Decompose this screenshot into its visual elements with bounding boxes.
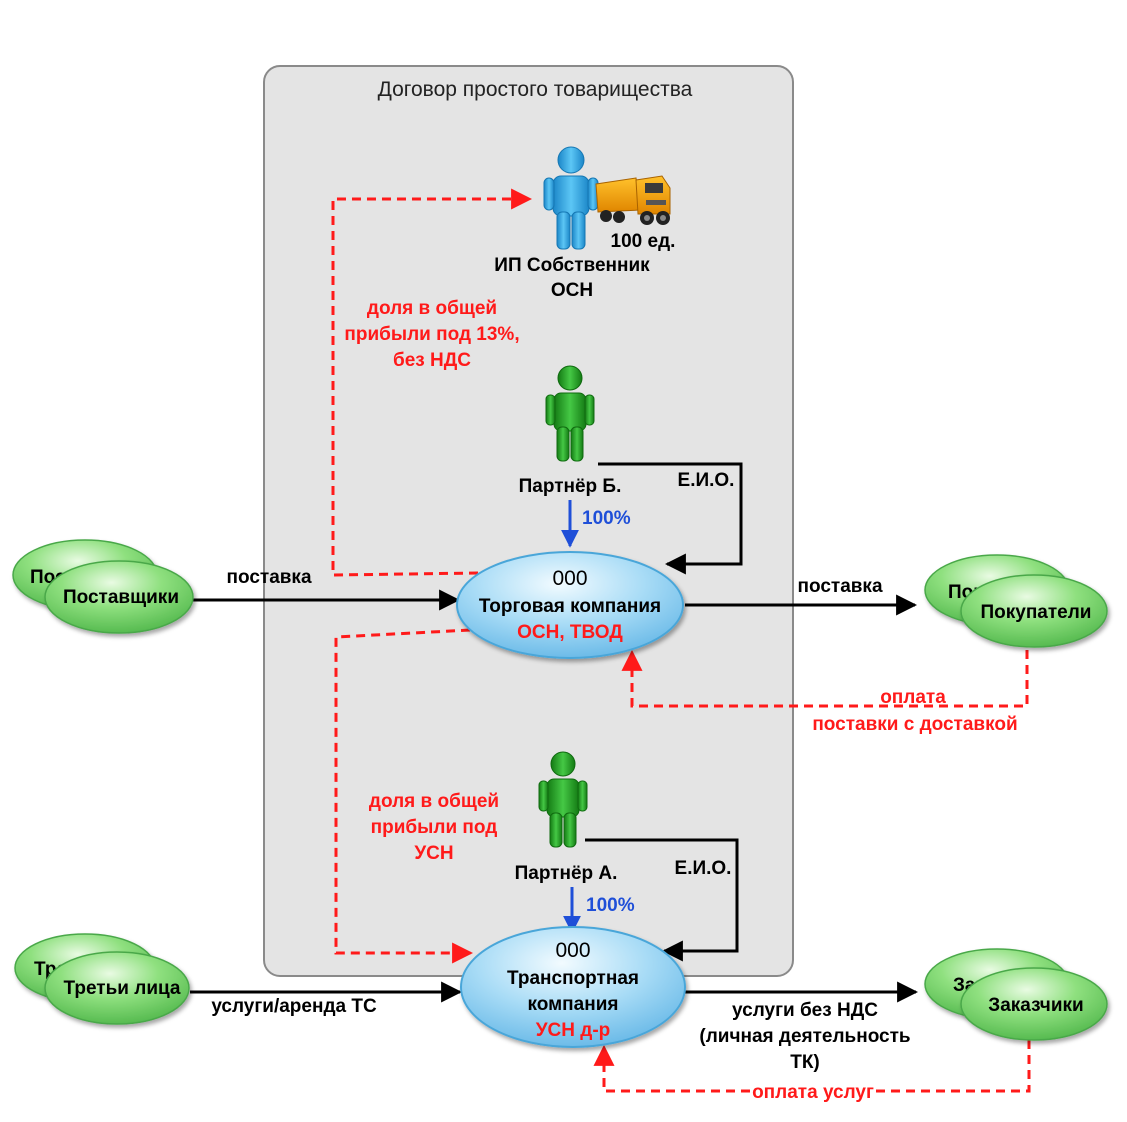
transport-company-node[interactable] [460, 926, 686, 1048]
third-parties-front-ellipse [44, 951, 190, 1025]
transport-company-name-2: компания [528, 994, 619, 1015]
profit-share-top-arrow [331, 188, 533, 577]
container-title: Договор простого товарищества [378, 78, 693, 101]
partner-b-name: Партнёр Б. [519, 476, 622, 497]
buyers-node[interactable]: Покупатели Покупатели [924, 554, 1108, 648]
owner-name: ИП Собственник [494, 255, 650, 276]
profit-share-bottom-label-1: доля в общей [369, 791, 499, 812]
trade-company-prefix: 000 [552, 567, 587, 590]
transport-company-prefix: 000 [555, 939, 590, 962]
dump-truck-icon [595, 175, 671, 225]
suppliers-front-label: Поставщики [63, 587, 179, 608]
payment-services-label-bg [752, 1080, 874, 1102]
suppliers-node[interactable]: Поставщики Поставщики [12, 539, 194, 634]
customers-node[interactable]: Заказчики Заказчики [924, 948, 1108, 1041]
profit-share-top-label-1: доля в общей [367, 298, 497, 319]
services-no-vat-label-3: ТК) [790, 1052, 820, 1073]
owner-regime: ОСН [551, 280, 593, 301]
trade-company-regime: ОСН, ТВОД [517, 622, 623, 643]
buyers-front-ellipse [960, 574, 1108, 648]
transport-company-regime: УСН д-р [536, 1020, 611, 1041]
partner-a-name: Партнёр А. [515, 863, 618, 884]
profit-share-top-label-3: без НДС [393, 350, 471, 371]
profit-share-bottom-label-3: УСН [414, 843, 453, 864]
trade-company-name: Торговая компания [479, 596, 661, 617]
payment-services-label: оплата услуг [752, 1082, 874, 1103]
partner-b-eio: Е.И.О. [678, 470, 735, 491]
profit-share-top-label-2: прибыли под 13%, [344, 324, 519, 345]
customers-front-ellipse [960, 967, 1108, 1041]
profit-share-bottom-arrow [334, 628, 474, 964]
eio-a-arrow [585, 838, 739, 962]
partner-b-share: 100% [582, 508, 631, 529]
partner-a-share: 100% [586, 895, 635, 916]
payment-delivery-label-2: поставки с доставкой [812, 714, 1017, 735]
services-rent-label: услуги/аренда ТС [211, 996, 377, 1017]
supply-out-label: поставка [797, 576, 882, 597]
services-no-vat-label-2: (личная деятельность [699, 1026, 910, 1047]
partner-a-person-icon [538, 751, 588, 848]
third-parties-node[interactable]: Третьи лица Третьи лица [14, 933, 190, 1025]
supply-in-label: поставка [226, 567, 311, 588]
services-no-vat-label-1: услуги без НДС [732, 1000, 878, 1021]
payment-delivery-label-1: оплата [880, 687, 946, 708]
owner-units: 100 ед. [611, 231, 676, 252]
trade-company-node[interactable] [456, 551, 684, 659]
partner-b-person-icon [545, 365, 595, 462]
buyers-front-label: Покупатели [980, 602, 1091, 623]
third-parties-front-label: Третьи лица [64, 978, 181, 999]
eio-b-arrow [598, 462, 743, 575]
partner-a-eio: Е.И.О. [675, 858, 732, 879]
transport-company-name-1: Транспортная [507, 968, 639, 989]
owner-person-icon [543, 146, 599, 250]
suppliers-front-ellipse [44, 560, 194, 634]
customers-front-label: Заказчики [988, 995, 1083, 1016]
profit-share-bottom-label-2: прибыли под [371, 817, 498, 838]
